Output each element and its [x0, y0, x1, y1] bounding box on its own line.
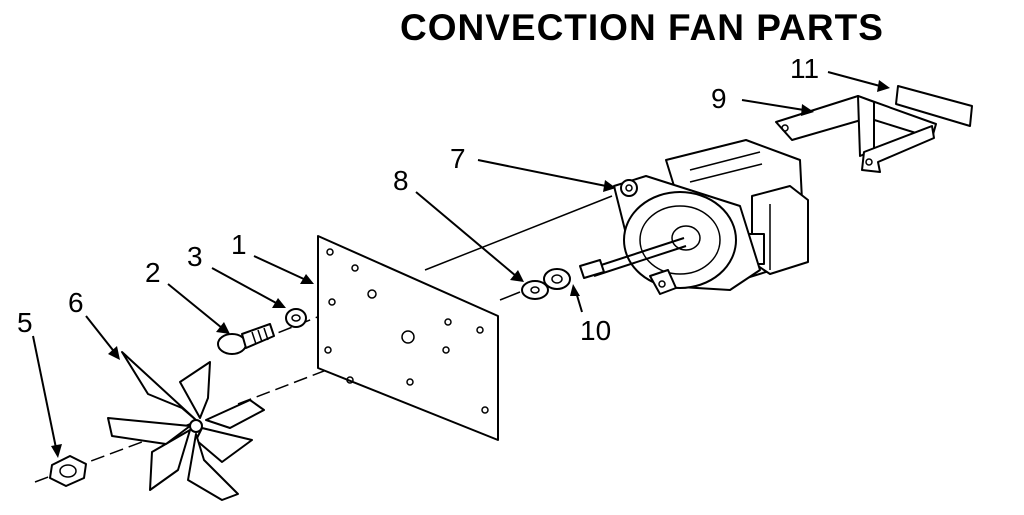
callout-8: 8 — [393, 165, 409, 196]
callout-9: 9 — [711, 83, 727, 114]
motor-bracket — [775, 95, 937, 173]
callout-5: 5 — [17, 307, 33, 338]
fan-blade — [107, 351, 265, 501]
callout-11: 11 — [790, 53, 819, 84]
lock-washer — [285, 308, 307, 328]
spring-washer — [543, 268, 571, 290]
callout-3: 3 — [187, 241, 203, 272]
callout-6: 6 — [68, 287, 84, 318]
fan-motor — [579, 139, 809, 295]
diagram-title: CONVECTION FAN PARTS — [400, 7, 884, 48]
callout-7: 7 — [450, 143, 466, 174]
flat-washer — [521, 280, 549, 300]
insulation-strip — [895, 85, 973, 127]
leader-lines — [32, 71, 890, 458]
callout-10: 10 — [580, 315, 611, 346]
screw — [217, 323, 275, 355]
callout-2: 2 — [145, 257, 161, 288]
callout-1: 1 — [231, 229, 247, 260]
nut — [49, 455, 87, 487]
mounting-plate — [317, 235, 499, 441]
